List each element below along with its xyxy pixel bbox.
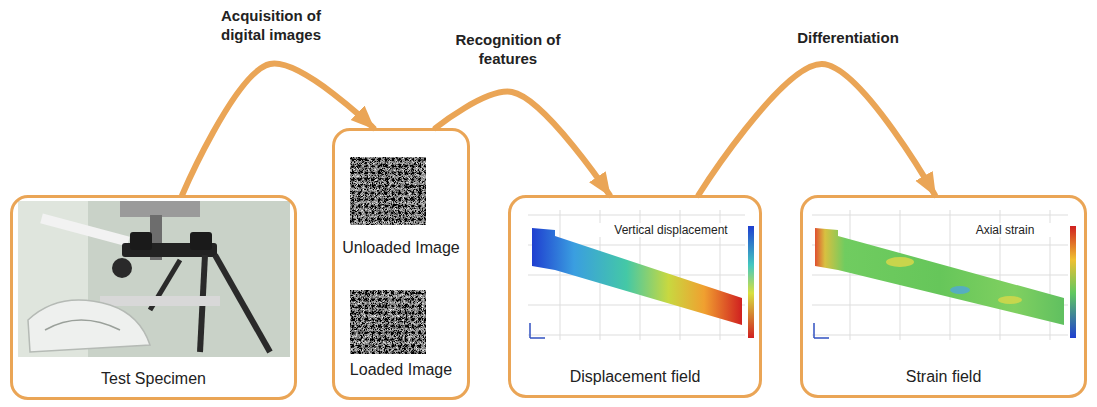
flow-arrow [699, 64, 935, 195]
step-label: Differentiation [770, 28, 926, 47]
strain-plot [812, 210, 1076, 340]
strain-patch [998, 296, 1022, 304]
result-box: Axial strainStrain field [800, 195, 1087, 398]
specimen-photo [18, 201, 290, 357]
white-arm [40, 214, 130, 247]
result-box: Vertical displacementDisplacement field [508, 195, 762, 398]
flow-arrow [436, 92, 610, 195]
speckle-image [350, 290, 426, 354]
lens [112, 258, 132, 278]
displacement-plot [528, 210, 754, 340]
tripod-leg [215, 255, 270, 352]
load-frame [120, 201, 200, 217]
color-bar [748, 226, 754, 338]
node-caption: Test Specimen [13, 370, 294, 387]
beam-field [815, 228, 1064, 325]
strain-patch [950, 286, 970, 294]
node-caption: Loaded Image [341, 361, 461, 378]
specimen-bag [28, 300, 150, 352]
photo-background [18, 201, 290, 357]
beam-field [532, 228, 742, 325]
plot-label: Axial strain [953, 223, 1057, 237]
camera [130, 232, 152, 250]
photo-box: Test Specimen [10, 195, 297, 400]
node-caption: Unloaded Image [341, 239, 461, 256]
node-caption: Strain field [803, 368, 1084, 385]
camera [190, 232, 212, 250]
step-label: Recognition of features [449, 30, 567, 68]
node-caption: Displacement field [511, 368, 759, 385]
specimen-fold [45, 320, 120, 330]
color-bar [1070, 226, 1076, 338]
strain-patch [886, 257, 914, 267]
plot-label: Vertical displacement [599, 223, 743, 237]
speckle-image [350, 157, 426, 225]
support-plate [100, 296, 220, 306]
image-box: Unloaded ImageLoaded Image [332, 128, 470, 400]
step-label: Acquisition of digital images [202, 6, 340, 44]
